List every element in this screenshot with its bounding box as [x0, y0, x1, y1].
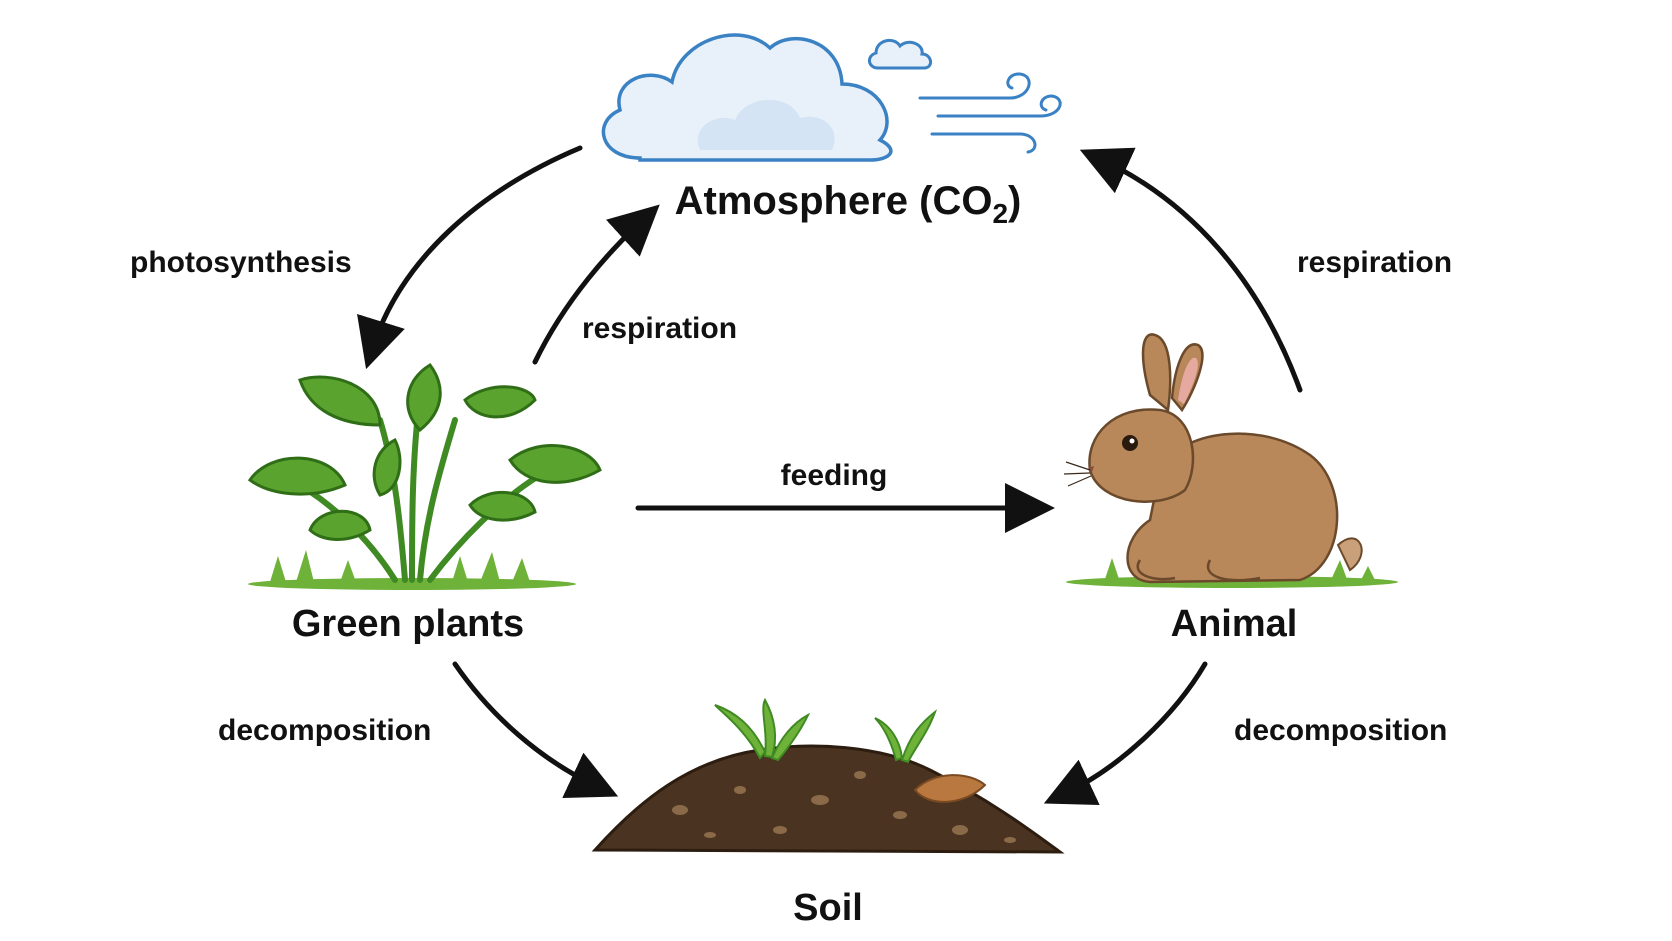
plant-respiration-label: respiration	[582, 312, 737, 345]
green-plants-label: Green plants	[292, 603, 524, 645]
rabbit-icon	[1063, 333, 1398, 588]
plant-decomposition-label: decomposition	[218, 714, 431, 747]
animal-respiration-arrow	[1079, 147, 1303, 393]
soil-mound-icon	[591, 697, 1065, 854]
plant-icon	[247, 363, 602, 590]
plant-decomposition-arrow	[452, 661, 619, 798]
animal-decomposition-arrow	[1043, 661, 1208, 805]
photosynthesis-arrow	[357, 145, 583, 370]
cloud-icon	[601, 33, 932, 162]
soil-label: Soil	[793, 887, 863, 929]
animal-decomposition-label: decomposition	[1234, 714, 1447, 747]
animal-respiration-label: respiration	[1297, 246, 1452, 279]
feeding-label: feeding	[781, 459, 888, 492]
photosynthesis-label: photosynthesis	[130, 246, 352, 279]
wind-icon	[918, 72, 1062, 154]
atmosphere-label: Atmosphere (CO2)	[675, 179, 1022, 229]
animal-label: Animal	[1171, 603, 1298, 645]
plant-respiration-arrow	[532, 204, 660, 365]
